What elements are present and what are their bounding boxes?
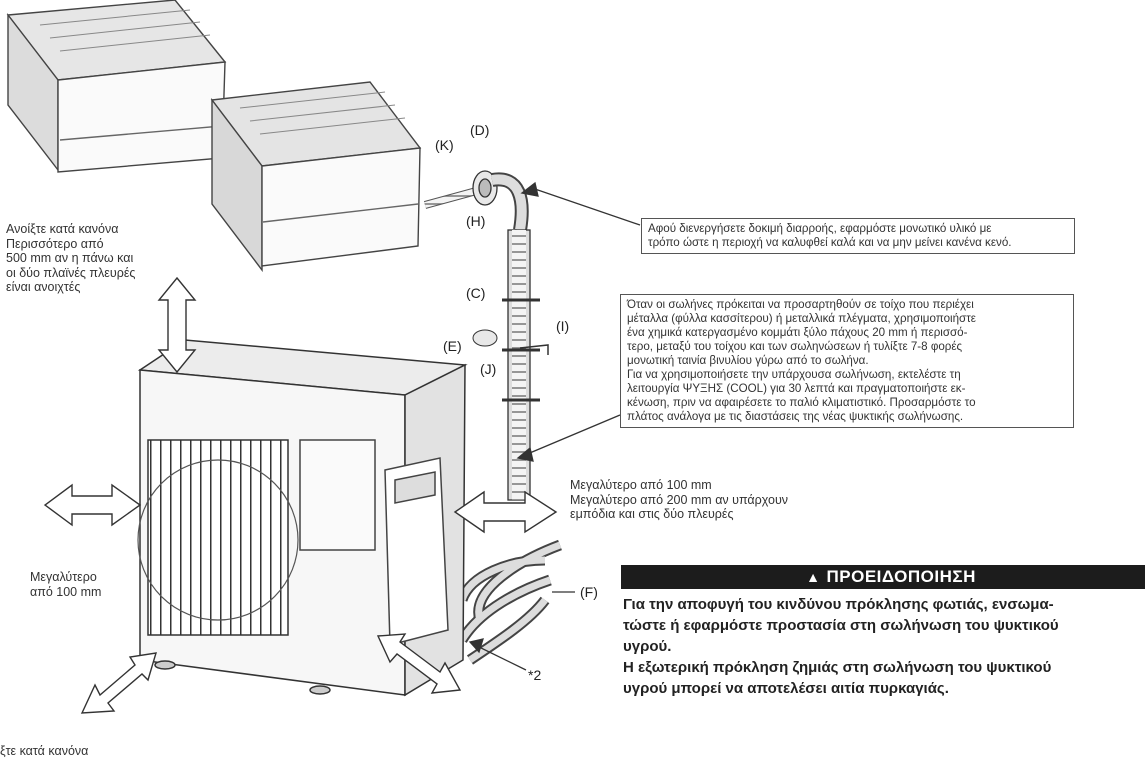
label-star2: *2 [528,667,542,683]
warning-triangle-icon: ▲ [806,569,821,585]
leader-lines [468,181,641,671]
note-right-clearance: Μεγαλύτερο από 100 mm Μεγαλύτερο από 200… [570,478,789,521]
label-f: (F) [580,584,598,600]
warning-title: ΠΡΟΕΙΔΟΠΟΙΗΣΗ [826,567,976,586]
indoor-unit-back [6,0,227,173]
note-bottom-clearance: ξτε κατά κανόνα [0,744,89,758]
wall-piping-note-box: Όταν οι σωλήνες πρόκειται να προσαρτηθού… [620,294,1074,428]
note-left-clearance: Μεγαλύτερο από 100 mm [30,570,102,599]
warning-header: ▲ ΠΡΟΕΙΔΟΠΟΙΗΣΗ [621,565,1145,589]
label-k: (K) [435,137,454,153]
indoor-unit-front [210,81,422,273]
note-top-clearance: Ανοίξτε κατά κανόνα Περισσότερο από 500 … [6,222,136,294]
label-i: (I) [556,318,570,334]
warning-body: Για την αποφυγή του κινδύνου πρόκλησης φ… [623,596,1059,697]
label-d: (D) [470,122,490,138]
label-c: (C) [466,285,486,301]
clearance-arrows [43,276,558,714]
label-e: (E) [443,338,462,354]
label-h: (H) [466,213,486,229]
vertical-pipe [472,229,549,501]
insulation-note-box: Αφού διενεργήσετε δοκιμή διαρροής, εφαρμ… [641,218,1075,254]
piping-connection [423,170,529,232]
label-j: (J) [480,361,497,377]
outdoor-unit [137,339,468,697]
